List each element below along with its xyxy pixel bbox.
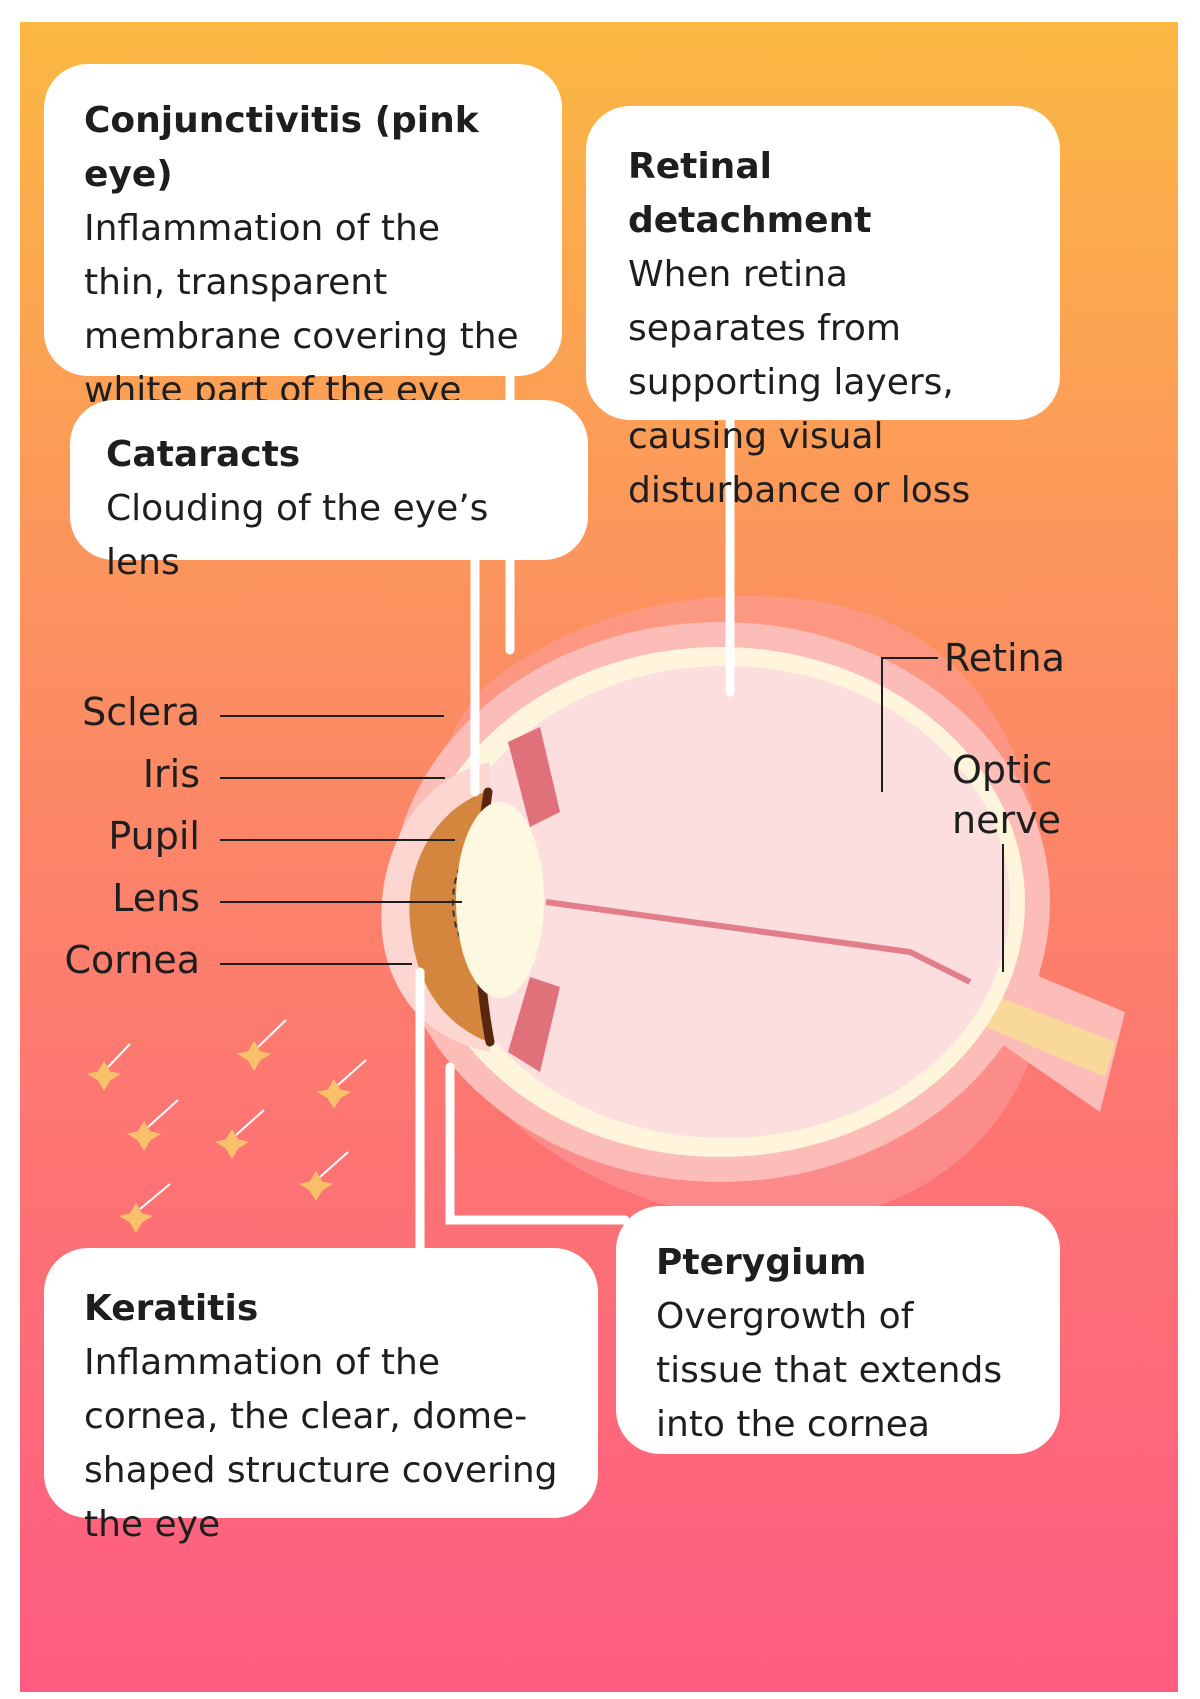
label-lens: Lens bbox=[112, 876, 200, 920]
star-7 bbox=[118, 1183, 171, 1233]
retinal-detachment-callout: Retinal detachment When retina separates… bbox=[586, 106, 1060, 511]
label-iris: Iris bbox=[142, 752, 200, 796]
conjunctivitis-callout: Conjunctivitis (pink eye) Inflammation o… bbox=[44, 64, 562, 465]
label-retina: Retina bbox=[944, 636, 1065, 680]
diagram-panel: Conjunctivitis (pink eye) Inflammation o… bbox=[20, 22, 1178, 1692]
pterygium-title: Pterygium bbox=[656, 1242, 867, 1283]
label-pupil: Pupil bbox=[108, 814, 200, 858]
keratitis-description: Inflammation of the cornea, the clear, d… bbox=[84, 1342, 558, 1545]
cataracts-callout: Cataracts Clouding of the eye’s lens bbox=[70, 400, 588, 583]
keratitis-callout: Keratitis Inflammation of the cornea, th… bbox=[44, 1248, 598, 1545]
central-vessel bbox=[545, 899, 972, 985]
label-sclera: Sclera bbox=[82, 690, 200, 734]
label-optic-nerve-line2: nerve bbox=[952, 798, 1061, 842]
star-4 bbox=[126, 1099, 179, 1151]
pterygium-callout: Pterygium Overgrowth of tissue that exte… bbox=[616, 1206, 1060, 1454]
cataracts-description: Clouding of the eye’s lens bbox=[106, 488, 489, 583]
leader-retina bbox=[881, 657, 938, 792]
pterygium-description: Overgrowth of tissue that extends into t… bbox=[656, 1296, 1003, 1445]
ciliary-top bbox=[508, 727, 560, 827]
retinal-detachment-title: Retinal detachment bbox=[628, 146, 872, 241]
label-optic-nerve-line1: Optic bbox=[952, 748, 1053, 792]
vitreous-shape bbox=[440, 666, 1010, 1138]
star-6 bbox=[298, 1151, 349, 1201]
label-leaders bbox=[220, 657, 1004, 972]
ciliary-bottom bbox=[508, 977, 560, 1072]
star-5 bbox=[214, 1109, 265, 1159]
eye-anatomy-illustration bbox=[86, 357, 1125, 1257]
keratitis-title: Keratitis bbox=[84, 1288, 259, 1329]
callout-connectors bbox=[415, 357, 735, 1257]
star-1 bbox=[86, 1043, 131, 1091]
connector-pterygium bbox=[445, 1062, 630, 1225]
cataracts-title: Cataracts bbox=[106, 434, 301, 475]
label-cornea: Cornea bbox=[64, 938, 201, 982]
lens-shape bbox=[456, 802, 544, 998]
light-stars bbox=[86, 1019, 367, 1233]
retinal-detachment-description: When retina separates from supporting la… bbox=[628, 254, 971, 511]
conjunctivitis-title: Conjunctivitis (pink eye) bbox=[84, 100, 479, 195]
star-2 bbox=[236, 1019, 287, 1071]
star-3 bbox=[316, 1059, 367, 1109]
